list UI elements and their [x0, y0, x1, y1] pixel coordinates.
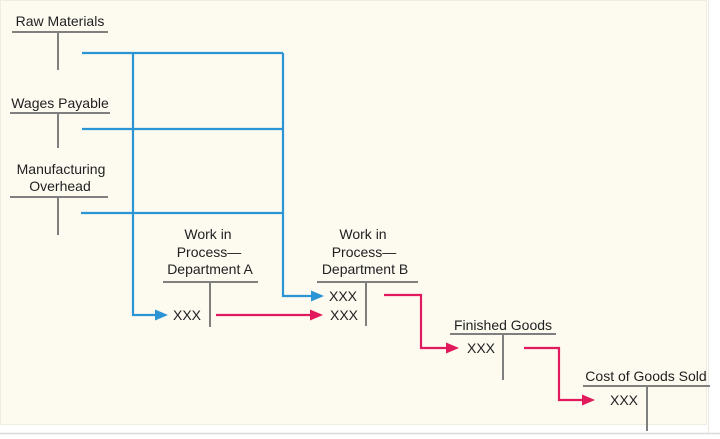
flow-finished-goods-to-cogs-line	[524, 346, 583, 402]
debit-entry-value: XXX	[173, 307, 202, 323]
pink-arrowhead-finished-goods-icon	[446, 342, 459, 354]
blue-arrowhead-dept-b-icon	[311, 290, 324, 302]
account-label-line1: Work in	[184, 226, 231, 242]
pink-flow-lines	[216, 293, 595, 406]
blue-flow-lines	[81, 51, 324, 321]
blue-arrowhead-dept-a-icon	[155, 309, 168, 321]
account-label-line1: Work in	[339, 226, 386, 242]
t-account-lines	[450, 333, 556, 380]
t-account-wip-dept-b: Work in Process— Department B XXX XXX	[317, 226, 418, 326]
pink-arrowhead-dept-b-icon	[310, 309, 323, 321]
t-account-lines	[10, 196, 108, 235]
account-label-line1: Manufacturing	[17, 161, 106, 177]
t-account-lines	[10, 112, 110, 148]
debit-entry-1-value: XXX	[329, 288, 358, 304]
account-label-line2: Process—	[177, 244, 242, 260]
account-label-line3: Department B	[322, 261, 408, 277]
account-label-line2: Process—	[332, 244, 397, 260]
t-account-lines	[317, 281, 418, 326]
account-label: Finished Goods	[454, 317, 552, 333]
t-account-cost-of-goods-sold: Cost of Goods Sold XXX	[583, 368, 710, 431]
flow-into-dept-b-line	[281, 53, 312, 298]
flow-dept-b-to-finished-goods-line	[384, 293, 447, 350]
debit-entry-2-value: XXX	[330, 307, 359, 323]
account-label: Wages Payable	[11, 95, 109, 111]
account-label-line3: Department A	[167, 261, 253, 277]
pink-arrowhead-cogs-icon	[582, 394, 595, 406]
t-account-raw-materials: Raw Materials	[12, 13, 108, 70]
account-label-line2: Overhead	[29, 178, 90, 194]
account-label: Cost of Goods Sold	[585, 368, 706, 384]
t-account-lines	[583, 385, 710, 431]
t-account-finished-goods: Finished Goods XXX	[450, 317, 556, 380]
t-account-manufacturing-overhead: Manufacturing Overhead	[10, 161, 108, 235]
flow-into-dept-a-line	[131, 53, 156, 317]
t-account-lines	[12, 31, 108, 70]
account-label: Raw Materials	[16, 13, 105, 29]
debit-entry-value: XXX	[467, 340, 496, 356]
t-account-wages-payable: Wages Payable	[10, 95, 110, 148]
debit-entry-value: XXX	[610, 392, 639, 408]
t-account-lines	[163, 281, 258, 327]
t-account-wip-dept-a: Work in Process— Department A XXX	[163, 226, 258, 327]
